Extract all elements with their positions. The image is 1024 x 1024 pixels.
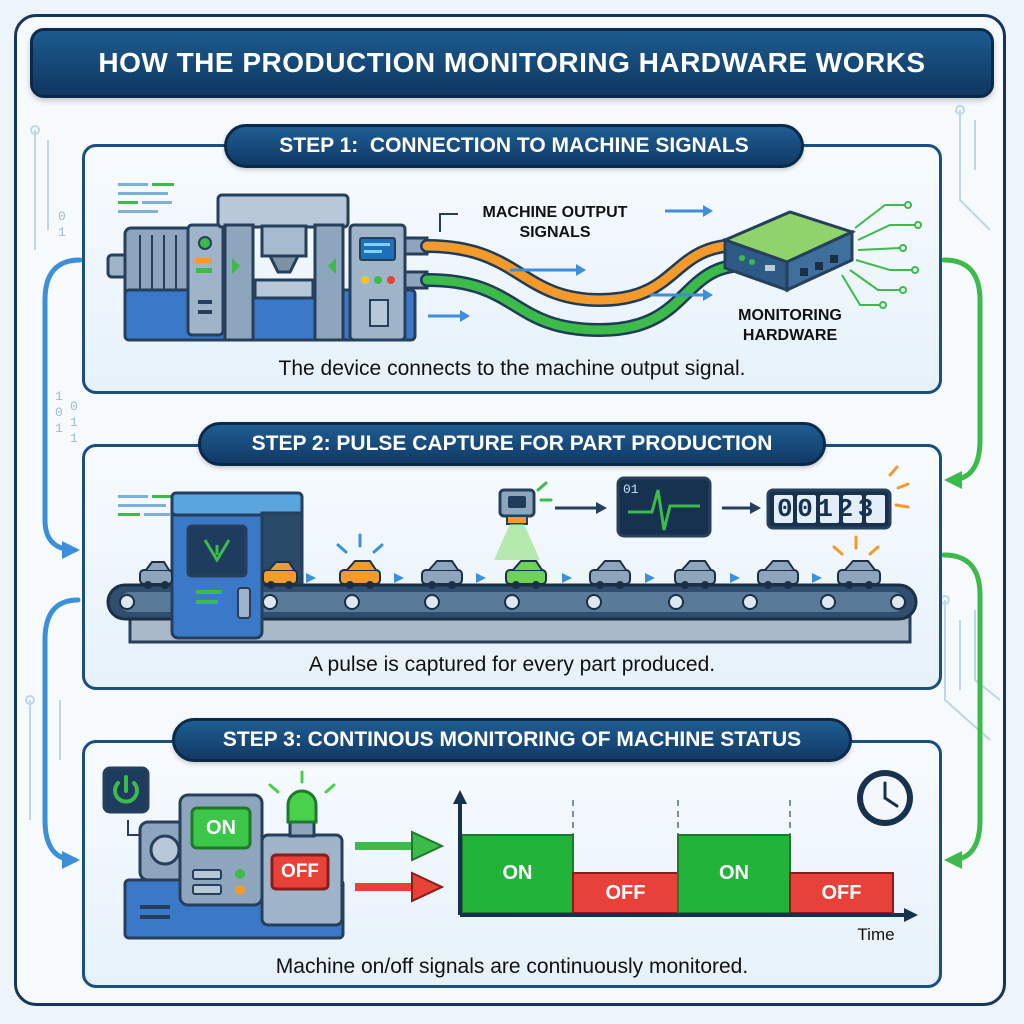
svg-text:0: 0: [70, 399, 78, 414]
press-machine: [106, 193, 429, 342]
power-pointer: [127, 820, 140, 836]
monitoring-hardware-label: MONITORING HARDWARE: [705, 306, 875, 346]
time-axis-label: Time: [857, 925, 895, 944]
step-2-label: STEP 2: PULSE CAPTURE FOR PART PRODUCTIO…: [198, 422, 826, 466]
machine-output-signals-line-2: SIGNALS: [519, 224, 591, 241]
pulse-sensor: [494, 488, 540, 560]
step-2-caption: A pulse is captured for every part produ…: [308, 653, 716, 676]
machine-off-indicator: [270, 853, 330, 891]
svg-text:1: 1: [55, 421, 63, 436]
svg-text:0: 0: [55, 405, 63, 420]
flow-arrows: [42, 257, 983, 863]
svg-text:1: 1: [70, 431, 78, 446]
part-sparkle-blue: [336, 533, 384, 554]
status-signal-arrows: [355, 830, 445, 903]
status-timeline-chart: [453, 790, 918, 922]
pulse-waveform: [628, 489, 700, 531]
timeline-label-off-1: OFF: [605, 882, 646, 904]
part-sparkle-orange: [832, 465, 910, 556]
timeline-segment-on-1: [461, 834, 574, 914]
machine-off-label: OFF: [281, 861, 319, 882]
svg-text:0: 0: [58, 209, 66, 224]
part-8: [757, 560, 799, 589]
part-5: [505, 560, 547, 589]
monitoring-hardware-device: [720, 210, 857, 293]
monitoring-hardware-line-2: HARDWARE: [742, 327, 838, 344]
step-1-caption: The device connects to the machine outpu…: [278, 357, 746, 380]
timeline-segment-off-1: [572, 872, 679, 914]
monitoring-hardware-line-1: MONITORING: [738, 307, 842, 324]
part-1: [139, 561, 173, 589]
sensor-sparkle: [536, 481, 553, 502]
code-lines-decoration: [118, 183, 174, 213]
binary-decoration: 101 011 01: [55, 209, 78, 446]
flow-arrow-left-2: [42, 597, 81, 863]
step-1-label: STEP 1: CONNECTION TO MACHINE SIGNALS: [224, 124, 804, 168]
label-pointer: [439, 213, 458, 232]
clock-icon: [857, 770, 913, 826]
signal-direction-arrows: [428, 205, 713, 322]
svg-text:1: 1: [58, 225, 66, 240]
machine-on-label: ON: [206, 817, 236, 839]
power-icon: [102, 766, 150, 814]
hardware-output-traces: [841, 201, 922, 309]
timeline-segment-off-2: [789, 872, 894, 914]
green-signal-wire: [422, 260, 750, 335]
pulse-flow-arrows: [555, 502, 761, 514]
svg-text:1: 1: [70, 415, 78, 430]
step-3-label: STEP 3: CONTINOUS MONITORING OF MACHINE …: [172, 718, 852, 762]
timeline-label-off-2: OFF: [821, 882, 862, 904]
part-counter: [766, 488, 892, 530]
parts-on-conveyor: [139, 560, 881, 589]
machine-on-indicator: [190, 806, 252, 850]
part-6: [589, 560, 631, 589]
flow-arrow-left-1: [42, 257, 83, 553]
orange-signal-wire: [422, 240, 745, 305]
status-machine: [123, 789, 345, 940]
conveyor-rollers: [119, 594, 906, 610]
status-beacon: [286, 789, 318, 824]
pulse-screen: [616, 476, 712, 538]
part-7: [674, 560, 716, 589]
page-title: HOW THE PRODUCTION MONITORING HARDWARE W…: [30, 28, 994, 98]
machine-output-signals-label: MACHINE OUTPUT SIGNALS: [460, 203, 650, 243]
pulse-screen-label: 01: [623, 482, 639, 497]
signal-wires: [420, 238, 752, 338]
beacon-glow: [268, 770, 336, 794]
part-4: [421, 560, 463, 589]
part-9: [837, 560, 881, 589]
flow-arrow-heads: [62, 471, 962, 869]
flow-arrow-right-1: [941, 257, 983, 483]
part-3: [339, 560, 381, 589]
part-2: [262, 561, 298, 589]
part-counter-value: 00123: [777, 494, 879, 524]
timeline-label-on-2: ON: [719, 862, 749, 884]
conveyor-direction-arrows: [306, 573, 822, 583]
code-lines-decoration-2: [118, 495, 172, 516]
flow-arrow-right-2: [941, 552, 983, 863]
production-machine: [170, 491, 304, 640]
machine-output-signals-line-1: MACHINE OUTPUT: [482, 204, 628, 221]
svg-text:1: 1: [55, 389, 63, 404]
timeline-label-on-1: ON: [502, 862, 533, 884]
step-3-caption: Machine on/off signals are continuously …: [275, 955, 749, 978]
